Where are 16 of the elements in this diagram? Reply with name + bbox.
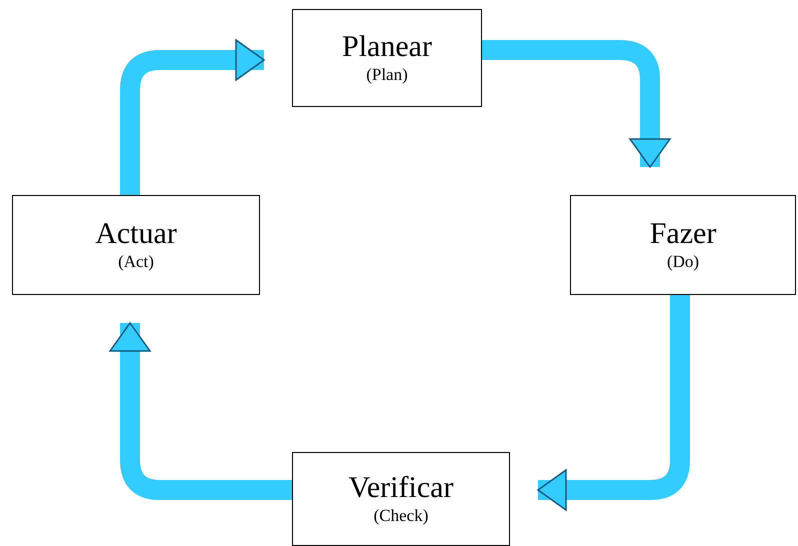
step-title: Verificar	[348, 471, 454, 505]
process-box	[12, 195, 260, 295]
step-title: Fazer	[650, 217, 716, 251]
step-subtitle: (Act)	[118, 251, 154, 273]
step-subtitle: (Do)	[666, 251, 700, 273]
step-title: Planear	[342, 30, 432, 64]
process-box	[292, 9, 482, 107]
curved-arrow	[482, 40, 671, 168]
step-subtitle: (Plan)	[366, 64, 408, 86]
step-subtitle: (Check)	[374, 505, 428, 527]
curved-arrow	[109, 322, 292, 500]
process-box	[292, 452, 510, 546]
process-box	[570, 195, 796, 295]
curved-arrow	[120, 39, 265, 195]
step-title: Actuar	[95, 217, 177, 251]
curved-arrow	[537, 295, 690, 511]
